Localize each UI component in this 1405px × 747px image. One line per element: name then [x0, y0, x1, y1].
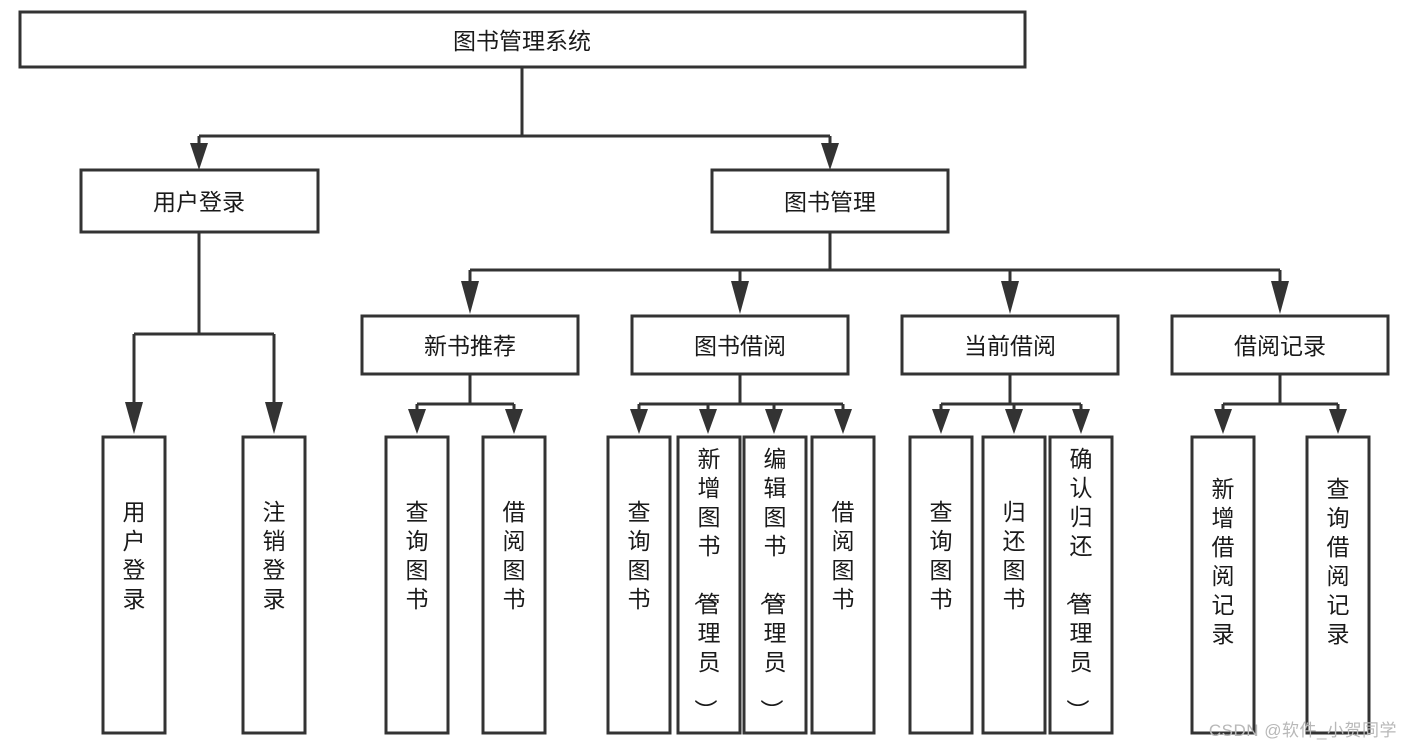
- arrow-to-book-manage: [821, 143, 839, 170]
- arrow-leaf-borrow-borrow: [834, 409, 852, 434]
- node-book-borrow-box[interactable]: [630, 314, 850, 376]
- node-leaf-current-confirm-return-label: 确认归还（管理员）: [1065, 446, 1093, 722]
- node-new-book-recommend-box[interactable]: [360, 314, 580, 376]
- node-leaf-borrow-query-book-label: 查询图书: [628, 499, 651, 612]
- node-book-manage-label: 图书管理: [784, 189, 876, 215]
- arrow-leaf-current-return: [1005, 409, 1023, 434]
- node-leaf-borrow-edit-book-box[interactable]: [742, 435, 808, 735]
- node-leaf-record-query-label: 查询借阅记录: [1327, 476, 1350, 647]
- node-leaf-record-query-box[interactable]: [1305, 435, 1371, 735]
- node-leaf-borrow-query-book[interactable]: 查询图书: [606, 435, 672, 735]
- node-leaf-current-query-book[interactable]: 查询图书: [908, 435, 974, 735]
- node-leaf-borrow-query-book-box[interactable]: [606, 435, 672, 735]
- node-leaf-current-query-book-label: 查询图书: [930, 499, 953, 612]
- node-book-borrow[interactable]: 图书借阅: [630, 314, 850, 376]
- node-book-manage-box[interactable]: [710, 168, 950, 234]
- node-leaf-current-confirm-return-box[interactable]: [1048, 435, 1114, 735]
- arrow-to-new-book-recommend: [461, 281, 479, 314]
- node-leaf-user-logout[interactable]: 注销登录: [241, 435, 307, 735]
- node-leaf-borrow-borrow-book-box[interactable]: [810, 435, 876, 735]
- node-leaf-record-add[interactable]: 新增借阅记录: [1190, 435, 1256, 735]
- node-book-borrow-label: 图书借阅: [694, 333, 786, 359]
- arrow-to-current-borrow: [1001, 281, 1019, 314]
- node-leaf-record-add-label: 新增借阅记录: [1212, 476, 1235, 647]
- node-leaf-recommend-query-book-label: 查询图书: [406, 499, 429, 612]
- node-leaf-user-login-label: 用户登录: [123, 499, 146, 612]
- edge-layer: [125, 67, 1347, 434]
- node-leaf-borrow-borrow-book-label: 借阅图书: [832, 499, 855, 612]
- node-user-login-label: 用户登录: [153, 189, 245, 215]
- arrow-leaf-user-login: [125, 402, 143, 434]
- arrow-leaf-borrow-edit: [765, 409, 783, 434]
- node-leaf-user-login-box[interactable]: [101, 435, 167, 735]
- node-leaf-borrow-add-book[interactable]: 新增图书（管理员）: [676, 435, 742, 735]
- node-leaf-current-return-book[interactable]: 归还图书: [981, 435, 1047, 735]
- node-leaf-recommend-query-book-box[interactable]: [384, 435, 450, 735]
- node-leaf-current-return-book-label: 归还图书: [1003, 499, 1026, 612]
- node-leaf-recommend-borrow-book-label: 借阅图书: [503, 499, 526, 612]
- node-current-borrow[interactable]: 当前借阅: [900, 314, 1120, 376]
- node-borrow-record[interactable]: 借阅记录: [1170, 314, 1390, 376]
- node-leaf-record-query[interactable]: 查询借阅记录: [1305, 435, 1371, 735]
- arrow-leaf-current-confirm: [1072, 409, 1090, 434]
- node-leaf-borrow-add-book-box[interactable]: [676, 435, 742, 735]
- arrow-leaf-current-query: [932, 409, 950, 434]
- arrow-leaf-recommend-query: [408, 409, 426, 434]
- arrow-leaf-borrow-add: [699, 409, 717, 434]
- node-borrow-record-box[interactable]: [1170, 314, 1390, 376]
- node-leaf-borrow-add-book-label: 新增图书（管理员）: [693, 446, 721, 722]
- node-leaf-borrow-edit-book-label: 编辑图书（管理员）: [759, 446, 787, 722]
- node-leaf-recommend-borrow-book-box[interactable]: [481, 435, 547, 735]
- node-leaf-user-login[interactable]: 用户登录: [101, 435, 167, 735]
- csdn-watermark: CSDN @软件_小贺同学: [1208, 721, 1397, 740]
- node-layer: 图书管理系统 用户登录 图书管理 新书推荐 图书借阅: [18, 10, 1390, 735]
- arrow-to-book-borrow: [731, 281, 749, 314]
- node-leaf-recommend-query-book[interactable]: 查询图书: [384, 435, 450, 735]
- node-current-borrow-box[interactable]: [900, 314, 1120, 376]
- arrow-leaf-user-logout: [265, 402, 283, 434]
- arrow-leaf-record-add: [1214, 409, 1232, 434]
- arrow-to-user-login: [190, 143, 208, 170]
- node-root-label: 图书管理系统: [453, 28, 591, 54]
- node-user-login-box[interactable]: [79, 168, 320, 234]
- node-leaf-current-confirm-return[interactable]: 确认归还（管理员）: [1048, 435, 1114, 735]
- node-leaf-user-logout-label: 注销登录: [263, 499, 286, 612]
- node-root[interactable]: 图书管理系统: [18, 10, 1027, 69]
- arrow-leaf-borrow-query: [630, 409, 648, 434]
- node-new-book-recommend[interactable]: 新书推荐: [360, 314, 580, 376]
- node-leaf-recommend-borrow-book[interactable]: 借阅图书: [481, 435, 547, 735]
- node-user-login[interactable]: 用户登录: [79, 168, 320, 234]
- node-root-box[interactable]: [18, 10, 1027, 69]
- arrow-leaf-record-query: [1329, 409, 1347, 434]
- node-borrow-record-label: 借阅记录: [1234, 333, 1326, 359]
- node-leaf-current-return-book-box[interactable]: [981, 435, 1047, 735]
- node-leaf-current-query-book-box[interactable]: [908, 435, 974, 735]
- node-book-manage[interactable]: 图书管理: [710, 168, 950, 234]
- node-current-borrow-label: 当前借阅: [964, 333, 1056, 359]
- arrow-leaf-recommend-borrow: [505, 409, 523, 434]
- node-leaf-user-logout-box[interactable]: [241, 435, 307, 735]
- node-new-book-recommend-label: 新书推荐: [424, 333, 516, 359]
- node-leaf-borrow-edit-book[interactable]: 编辑图书（管理员）: [742, 435, 808, 735]
- node-leaf-record-add-box[interactable]: [1190, 435, 1256, 735]
- arrow-to-borrow-record: [1271, 281, 1289, 314]
- node-leaf-borrow-borrow-book[interactable]: 借阅图书: [810, 435, 876, 735]
